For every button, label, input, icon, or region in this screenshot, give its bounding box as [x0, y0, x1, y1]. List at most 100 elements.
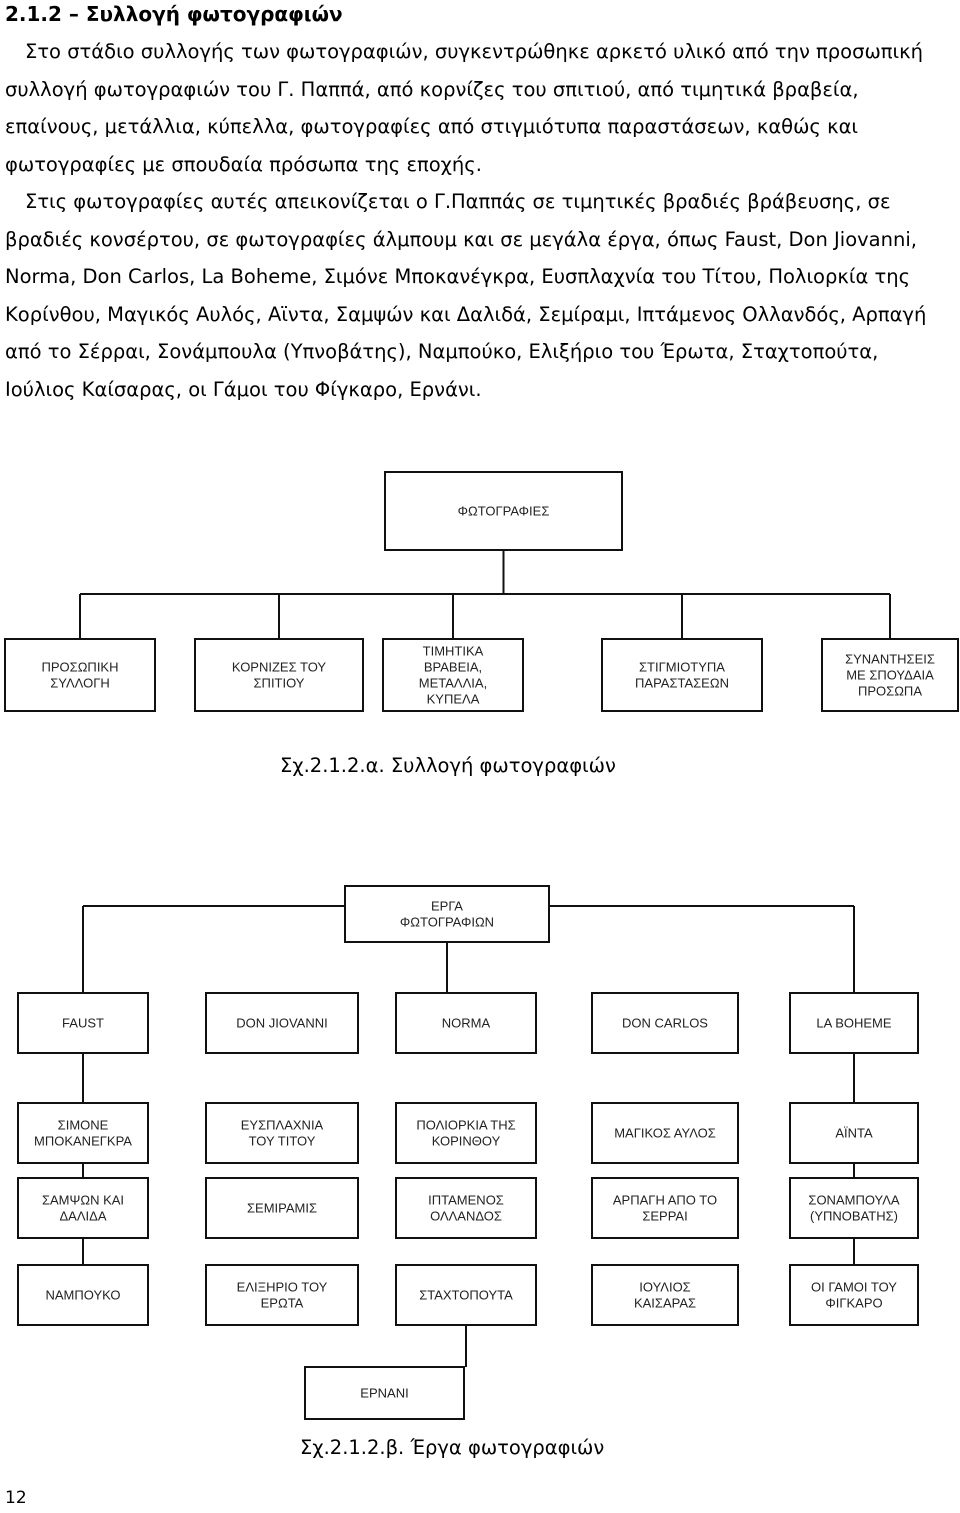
work-box: ΣΕΜΙΡΑΜΙΣ [205, 1177, 359, 1239]
box-frame [205, 1177, 359, 1239]
box-frame [4, 638, 156, 712]
box-label: ΕΡΓΑ [431, 899, 463, 914]
box-label: ΚΟΡΙΝΘΟΥ [432, 1134, 501, 1149]
box-label: LA BOHEME [816, 1016, 891, 1031]
box-frame [821, 638, 959, 712]
box-label: ΠΡΟΣΩΠΑ [858, 684, 922, 699]
box-label: ΟΛΛΑΝΔΟΣ [430, 1209, 502, 1224]
intro-paragraph: Στο στάδιο συλλογής των φωτογραφιών, συγ… [5, 40, 923, 176]
box-label: ΙΠΤΑΜΕΝΟΣ [428, 1193, 504, 1208]
box-frame [17, 1264, 149, 1326]
box-frame [17, 1102, 149, 1164]
box-label: ΙΟΥΛΙΟΣ [639, 1280, 690, 1295]
box-label: ΔΑΛΙΔΑ [59, 1209, 106, 1224]
box-label: ΣΕΜΙΡΑΜΙΣ [247, 1201, 317, 1216]
box-label: NORMA [442, 1016, 491, 1031]
box-label: ΕΥΣΠΛΑΧΝΙΑ [241, 1118, 324, 1133]
box-frame [395, 1102, 537, 1164]
box-label: ΣΥΛΛΟΓΗ [50, 676, 110, 691]
work-box: FAUST [17, 992, 149, 1054]
box-label: ΜΠΟΚΑΝΕΓΚΡΑ [34, 1134, 132, 1149]
box-frame [789, 1102, 919, 1164]
box-frame [395, 1177, 537, 1239]
figure-a-caption: Σχ.2.1.2.α. Συλλογή φωτογραφιών [280, 754, 616, 777]
work-box: ΝΑΜΠΟΥΚΟ [17, 1264, 149, 1326]
box-label: ΣΙΜΟΝΕ [58, 1118, 109, 1133]
box-label: ΤΙΜΗΤΙΚΑ [423, 644, 484, 659]
box-frame [17, 1177, 149, 1239]
work-box: DON CARLOS [591, 992, 739, 1054]
box-frame [591, 992, 739, 1054]
work-box: LA BOHEME [789, 992, 919, 1054]
box-label: ΝΑΜΠΟΥΚΟ [45, 1288, 120, 1303]
box-label: ΑΡΠΑΓΗ ΑΠΟ ΤΟ [613, 1193, 717, 1208]
box-label: (ΥΠΝΟΒΑΤΗΣ) [810, 1209, 898, 1224]
box-frame [344, 885, 550, 943]
work-box: ΑΪΝΤΑ [789, 1102, 919, 1164]
box-frame [395, 992, 537, 1054]
works-paragraph: Στις φωτογραφίες αυτές απεικονίζεται ο Γ… [5, 190, 927, 401]
work-box: ΣΟΝΑΜΠΟΥΛΑ(ΥΠΝΟΒΑΤΗΣ) [789, 1177, 919, 1239]
box-frame [205, 1102, 359, 1164]
box-label: ΕΛΙΞΗΡΙΟ ΤΟΥ [237, 1280, 328, 1295]
box-label: ΑΪΝΤΑ [835, 1126, 873, 1141]
box-label: ΚΑΙΣΑΡΑΣ [634, 1296, 696, 1311]
box-frame [17, 992, 149, 1054]
box-frame [789, 1264, 919, 1326]
box-label: ΣΑΜΨΩΝ ΚΑΙ [42, 1193, 124, 1208]
box-label: ΦΙΓΚΑΡΟ [825, 1296, 882, 1311]
box-frame [205, 992, 359, 1054]
box-frame [194, 638, 364, 712]
box-label: ΚΥΠΕΛΑ [427, 692, 480, 707]
box-label: ΣΕΡΡΑΙ [642, 1209, 687, 1224]
work-box: DON JIOVANNI [205, 992, 359, 1054]
box-label: ΣΥΝΑΝΤΗΣΕΙΣ [845, 652, 935, 667]
work-box: NORMA [395, 992, 537, 1054]
box-label: DON CARLOS [622, 1016, 708, 1031]
box-label: ΕΡΩΤΑ [261, 1296, 304, 1311]
box-frame [591, 1102, 739, 1164]
box-label: ΜΕΤΑΛΛΙΑ, [419, 676, 487, 691]
page-number: 12 [5, 1488, 27, 1508]
box-frame [304, 1366, 465, 1420]
box-frame [591, 1264, 739, 1326]
box-label: ΜΕ ΣΠΟΥΔΑΙΑ [846, 668, 934, 683]
box-label: ΠΑΡΑΣΤΑΣΕΩΝ [635, 676, 729, 691]
box-frame [395, 1264, 537, 1326]
box-label: ΣΟΝΑΜΠΟΥΛΑ [808, 1193, 900, 1208]
box-frame [591, 1177, 739, 1239]
box-label: DON JIOVANNI [236, 1016, 328, 1031]
box-label: ΦΩΤΟΓΡΑΦΙΕΣ [458, 504, 550, 519]
root-box-photographs: ΦΩΤΟΓΡΑΦΙΕΣ [384, 471, 623, 551]
section-heading: 2.1.2 – Συλλογή φωτογραφιών [5, 2, 343, 26]
box-label: ΠΡΟΣΩΠΙΚΗ [42, 660, 119, 675]
figure-b-caption: Σχ.2.1.2.β. Έργα φωτογραφιών [300, 1436, 605, 1459]
box-frame [382, 638, 524, 712]
box-label: ΣΤΑΧΤΟΠΟΥΤΑ [419, 1288, 513, 1303]
work-box: ΜΑΓΙΚΟΣ ΑΥΛΟΣ [591, 1102, 739, 1164]
box-label: ΣΠΙΤΙΟΥ [254, 676, 305, 691]
box-label: ΜΑΓΙΚΟΣ ΑΥΛΟΣ [614, 1126, 716, 1141]
box-label: ΕΡΝΑΝΙ [360, 1386, 408, 1401]
box-label: ΟΙ ΓΑΜΟΙ ΤΟΥ [811, 1280, 897, 1295]
box-label: ΒΡΑΒΕΙΑ, [424, 660, 482, 675]
box-frame [384, 471, 623, 551]
box-frame [205, 1264, 359, 1326]
work-box: ΣΤΑΧΤΟΠΟΥΤΑ [395, 1264, 537, 1326]
work-box-ernani: ΕΡΝΑΝΙ [304, 1366, 465, 1420]
box-label: ΤΟΥ ΤΙΤΟΥ [249, 1134, 316, 1149]
